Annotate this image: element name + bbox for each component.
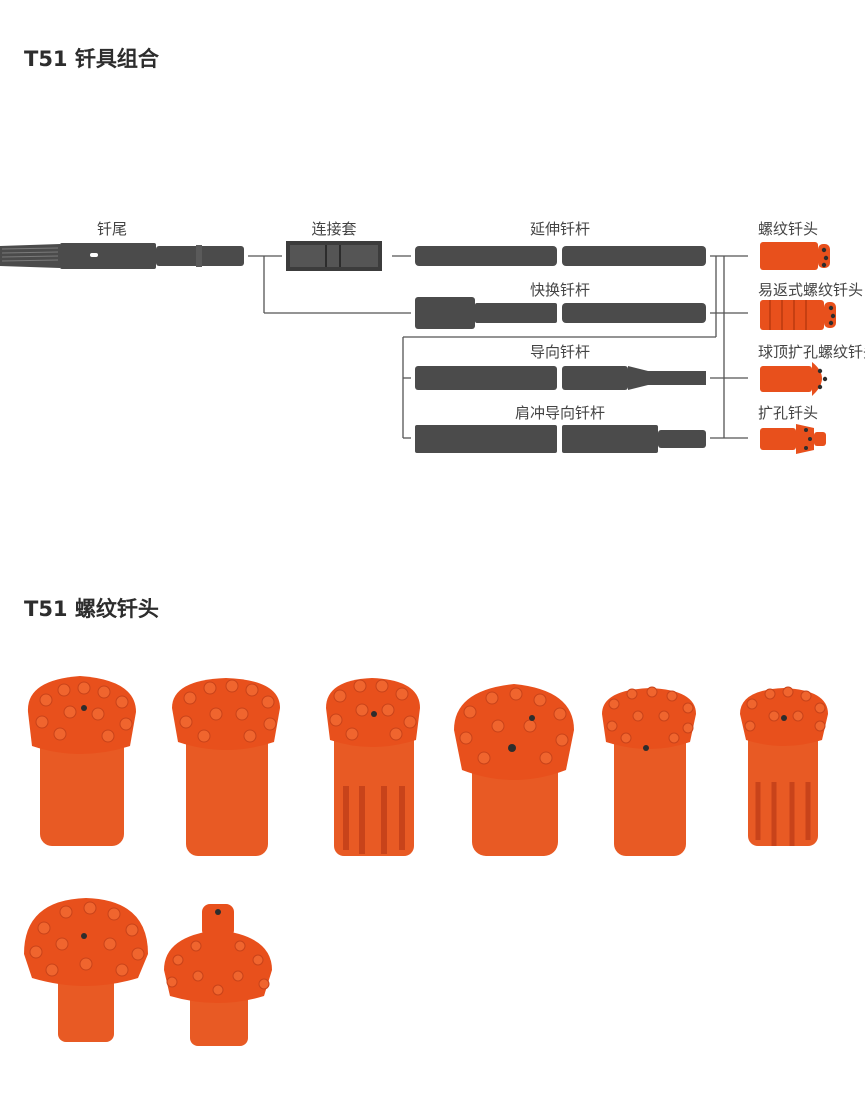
drill-string-diagram (0, 241, 836, 454)
button-bit-small-image (760, 242, 830, 270)
button-bit-image-6 (740, 686, 828, 846)
dome-reamer-bit-image (24, 898, 148, 1042)
dome-reamer-bit-small-image (760, 362, 828, 396)
label-shoulder-guide-rod: 肩冲导向钎杆 (514, 404, 606, 422)
shoulder-guide-rod-image (415, 425, 706, 453)
coupling-sleeve-image (286, 241, 382, 271)
mf-rod-image (415, 297, 706, 329)
extension-rod-image (415, 246, 706, 266)
guide-rod-image (415, 366, 706, 390)
label-guide-rod: 导向钎杆 (529, 343, 591, 361)
label-shank: 钎尾 (96, 220, 128, 238)
button-bit-image-1 (27, 676, 136, 846)
label-extension-rod: 延伸钎杆 (529, 220, 591, 238)
label-coupling: 连接套 (311, 220, 357, 238)
label-dome-reamer-bit: 球顶扩孔螺纹钎头 (758, 343, 865, 361)
section-title-button-bits: T51 螺纹钎头 (24, 597, 159, 621)
label-retrac-bit: 易返式螺纹钎头 (758, 281, 864, 299)
button-bit-image-3 (326, 678, 420, 856)
connector-lines (248, 255, 748, 439)
label-mf-rod: 快换钎杆 (529, 281, 591, 299)
retrac-bit-small-image (760, 300, 836, 330)
button-bits-gallery (24, 676, 828, 1046)
reamer-bit-small-image (760, 424, 826, 454)
reamer-bit-image (164, 904, 272, 1046)
section-title-combination: T51 钎具组合 (24, 47, 159, 71)
button-bit-image-5 (602, 686, 696, 856)
button-bit-image-2 (172, 678, 280, 856)
label-reamer-bit: 扩孔钎头 (758, 404, 819, 422)
shank-adapter-image (0, 243, 244, 269)
label-button-bit: 螺纹钎头 (758, 220, 819, 238)
button-bit-image-4 (454, 684, 574, 856)
